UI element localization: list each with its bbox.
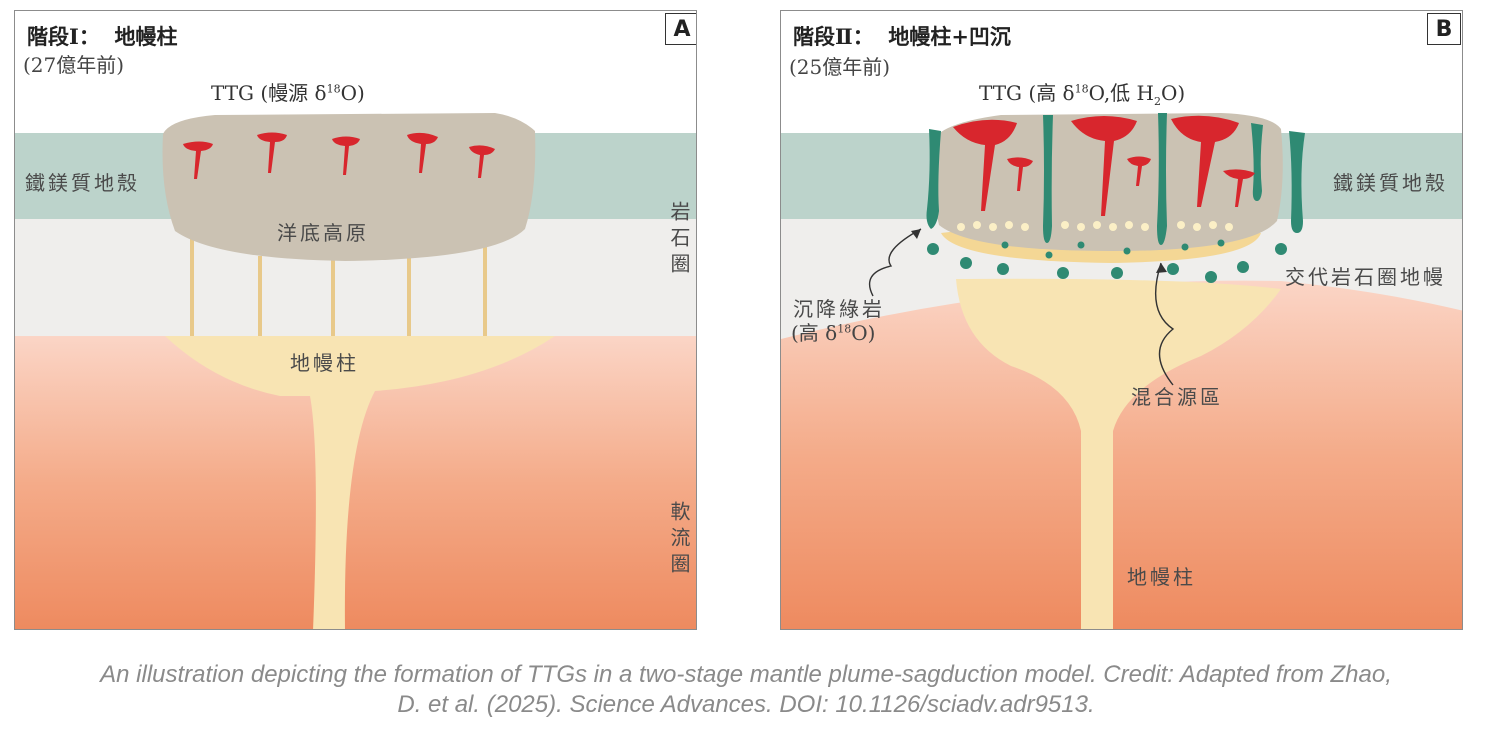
stage-title-a: 階段Ⅰ： 地幔柱 [27,24,178,49]
stage-title-b: 階段Ⅱ： 地幔柱+凹沉 [793,24,1011,49]
plateau-label: 洋底高原 [277,221,369,245]
asthenosphere-layer-b [781,280,1462,629]
sky-area [15,11,696,133]
greenstone-drips [926,113,1305,245]
ttg-intrusions-b [953,115,1255,216]
sagduction-detail: (高 δ18O) [791,321,876,345]
panel-a: 階段Ⅰ： 地幔柱 (27億年前) TTG (幔源 δ18O) 鐵鎂質地殼 洋底高… [14,10,697,630]
caption-line-2: D. et al. (2025). Science Advances. DOI:… [397,691,1095,718]
panel-b-diagram [781,11,1462,629]
panel-letter-a: A [665,13,696,45]
mantle-plume-shape [165,336,555,629]
plume-label-b: 地幔柱 [1127,565,1196,589]
mixed-source-label: 混合源區 [1131,385,1223,409]
mantle-plume-shape-b [956,278,1281,629]
lithosphere-label: 岩石圈 [667,201,691,279]
annotation-arrows [868,228,1175,386]
feeder-dikes [190,239,487,336]
ttg-label-b: TTG (高 δ18O,低 H2O) [979,81,1186,108]
stage-age-b: (25億年前) [789,55,891,79]
oceanic-plateau-shape [162,113,536,261]
caption-line-1: An illustration depicting the formation … [100,661,1392,688]
metasomatized-label: 交代岩石圈地幔 [1285,265,1446,289]
panel-letter-b: B [1427,13,1461,45]
ttg-intrusions [183,132,495,179]
metasomatic-dots [927,239,1287,283]
panel-b: 階段Ⅱ： 地幔柱+凹沉 (25億年前) TTG (高 δ18O,低 H2O) 鐵… [780,10,1463,630]
stage-age-a: (27億年前) [23,53,125,77]
arrow-heads [911,229,1167,273]
panel-a-diagram [15,11,696,629]
asthenosphere-label: 軟流圈 [667,501,691,579]
plume-label-a: 地幔柱 [290,351,359,375]
ttg-label-a: TTG (幔源 δ18O) [211,81,365,105]
melt-dots [957,221,1233,231]
mafic-crust-label-b: 鐵鎂質地殼 [1333,171,1448,195]
figure-caption: An illustration depicting the formation … [0,660,1492,720]
sky-area-b [781,11,1462,133]
mafic-crust-label-a: 鐵鎂質地殼 [25,171,140,195]
sagduction-label: 沉降綠岩 [793,297,885,321]
